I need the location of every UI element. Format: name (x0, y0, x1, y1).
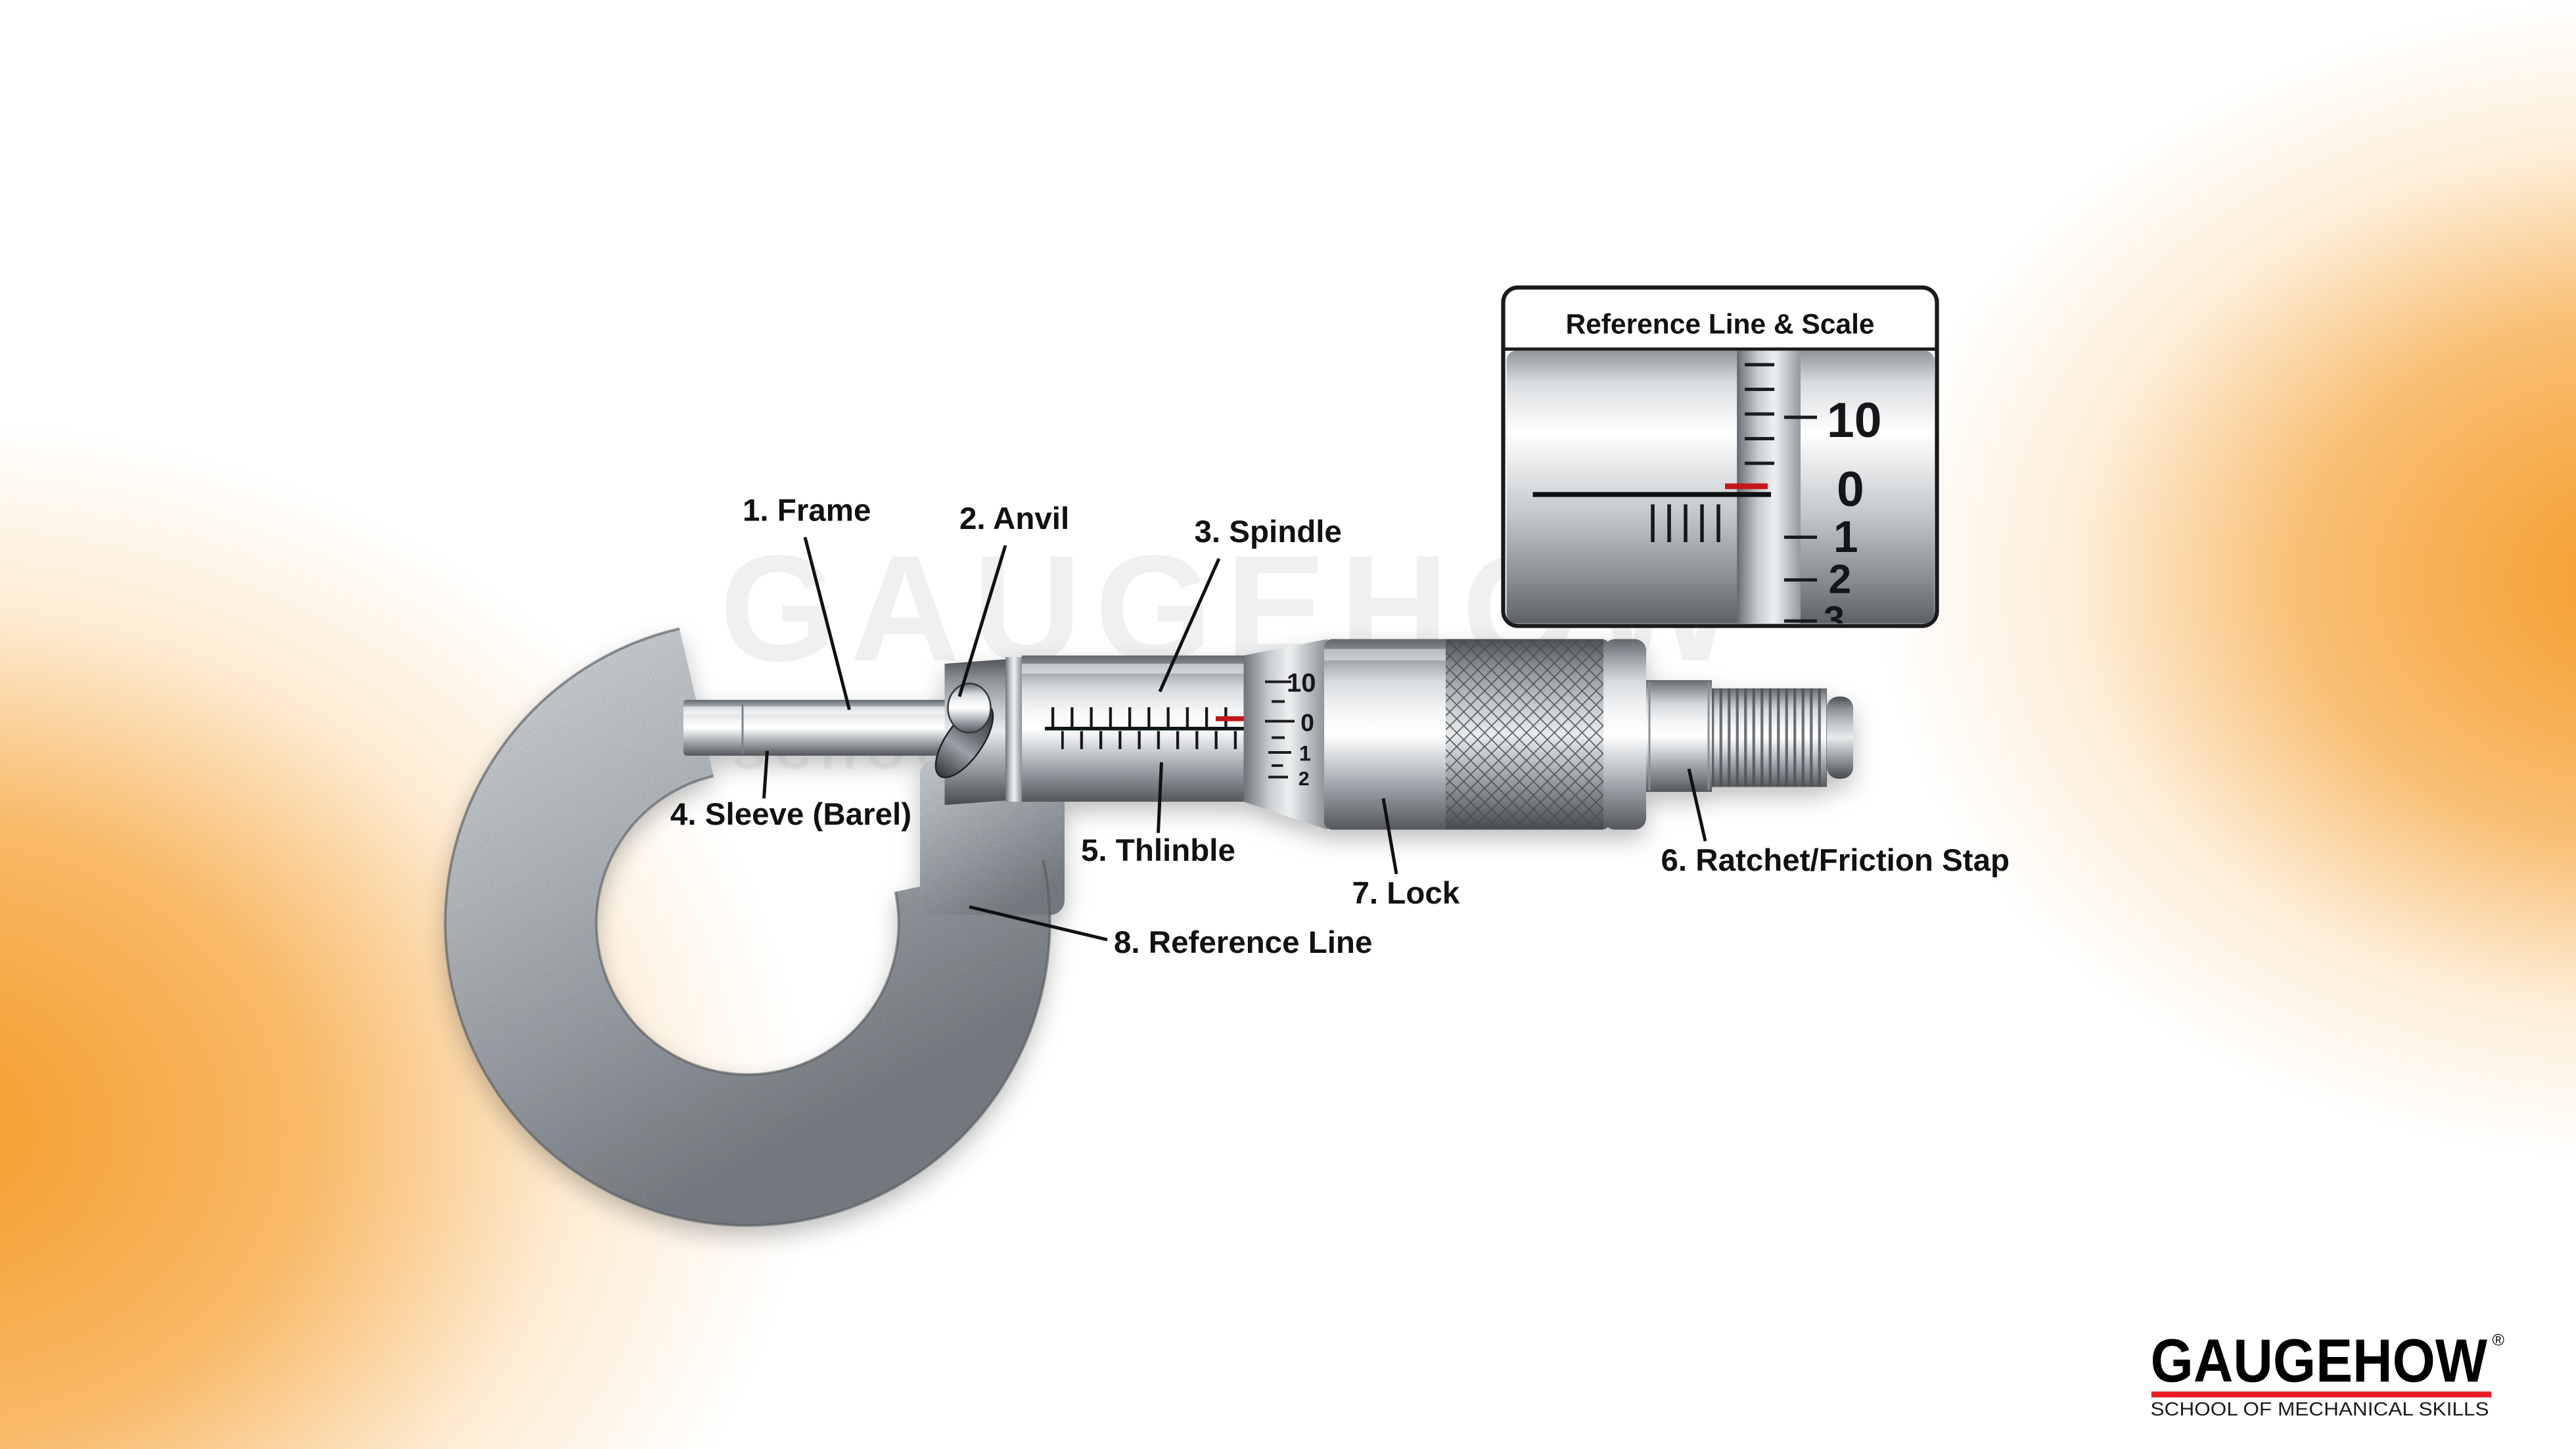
thimble-end-ring (1603, 639, 1646, 830)
leader-lines (762, 536, 1707, 942)
anvil-spindle-rod (683, 700, 950, 756)
frame-c-shape (445, 628, 1050, 1226)
lock-part (934, 657, 1035, 805)
inset-scale-numbers: 10 0 1 2 3 (1824, 392, 1881, 641)
inset-sleeve-minor-ticks (1651, 504, 1720, 542)
lock-pivot (947, 682, 992, 734)
inset-scale-0: 0 (1837, 461, 1864, 517)
inset-reference-scale: Reference Line & Scale (1501, 285, 1939, 641)
ratchet-end-cap (1827, 697, 1853, 779)
thimble-scale-1: 1 (1299, 742, 1311, 766)
ratchet-part (1646, 680, 1853, 792)
inset-content: 10 0 1 2 3 (1506, 350, 1935, 641)
label-lock: 7. Lock (1352, 876, 1460, 911)
leader-spindle (1158, 557, 1221, 693)
leader-anvil (957, 545, 1007, 697)
ratchet-stem (1646, 680, 1712, 792)
leader-frame (803, 536, 851, 710)
label-reference-line: 8. Reference Line (1114, 925, 1372, 960)
label-spindle: 3. Spindle (1195, 515, 1342, 549)
inset-scale-3: 3 (1824, 599, 1845, 641)
leader-thimble (1157, 762, 1163, 833)
thimble-scale-2: 2 (1299, 768, 1310, 790)
label-sleeve: 4. Sleeve (Barel) (670, 797, 911, 832)
inset-scale-2: 2 (1829, 557, 1852, 603)
barrel-red-index (1216, 716, 1245, 722)
thimble-scale-ticks (1265, 680, 1295, 779)
sleeve-barrel (1022, 655, 1245, 802)
ratchet-knurl-texture (1712, 688, 1827, 787)
logo-tagline: SCHOOL OF MECHANICAL SKILLS (2151, 1399, 2489, 1420)
thimble-knurl-texture (1446, 639, 1603, 830)
inset-scale-10: 10 (1827, 392, 1881, 448)
spindle-highlight (683, 706, 950, 715)
inset-title: Reference Line & Scale (1565, 310, 1874, 340)
logo-brand-text: GAUGEHOW (2151, 1327, 2488, 1395)
label-frame: 1. Frame (743, 494, 871, 528)
micrometer-drawing: 10 0 1 2 (444, 627, 1853, 1227)
thimble-scale-0: 0 (1300, 709, 1314, 737)
barrel-highlight (1022, 664, 1245, 674)
label-anvil: 2. Anvil (959, 501, 1069, 536)
thimble-scale-10: 10 (1287, 669, 1316, 698)
inset-scale-1: 1 (1833, 513, 1858, 562)
leader-lock (1381, 798, 1398, 875)
inset-thimble-body (1801, 350, 1935, 624)
logo-registered-mark: ® (2493, 1331, 2505, 1350)
thimble-scale-numbers: 10 0 1 2 (1287, 669, 1316, 791)
leader-reference-line (969, 905, 1108, 942)
leader-ratchet (1687, 768, 1707, 842)
lock-ring (1005, 657, 1022, 802)
part-labels: 1. Frame 2. Anvil 3. Spindle 4. Sleeve (… (670, 494, 2010, 961)
label-thimble: 5. Thlinble (1081, 833, 1235, 868)
inset-sleeve (1506, 350, 1745, 624)
barrel-ticks-upper (1051, 707, 1244, 729)
logo-accent-bar (2151, 1391, 2492, 1398)
barrel-ticks-lower (1061, 731, 1242, 749)
thimble-bevel (1243, 639, 1327, 830)
frame-inner-contour (595, 775, 900, 1076)
label-ratchet: 6. Ratchet/Friction Stap (1661, 843, 2010, 878)
frame-outer-contour (444, 627, 1051, 1227)
leader-sleeve (762, 750, 769, 799)
gaugehow-logo: GAUGEHOW ® SCHOOL OF MECHANICAL SKILLS (2151, 1327, 2505, 1420)
thimble-part: 10 0 1 2 (1243, 639, 1646, 830)
inset-thimble-ticks (1745, 363, 1817, 623)
